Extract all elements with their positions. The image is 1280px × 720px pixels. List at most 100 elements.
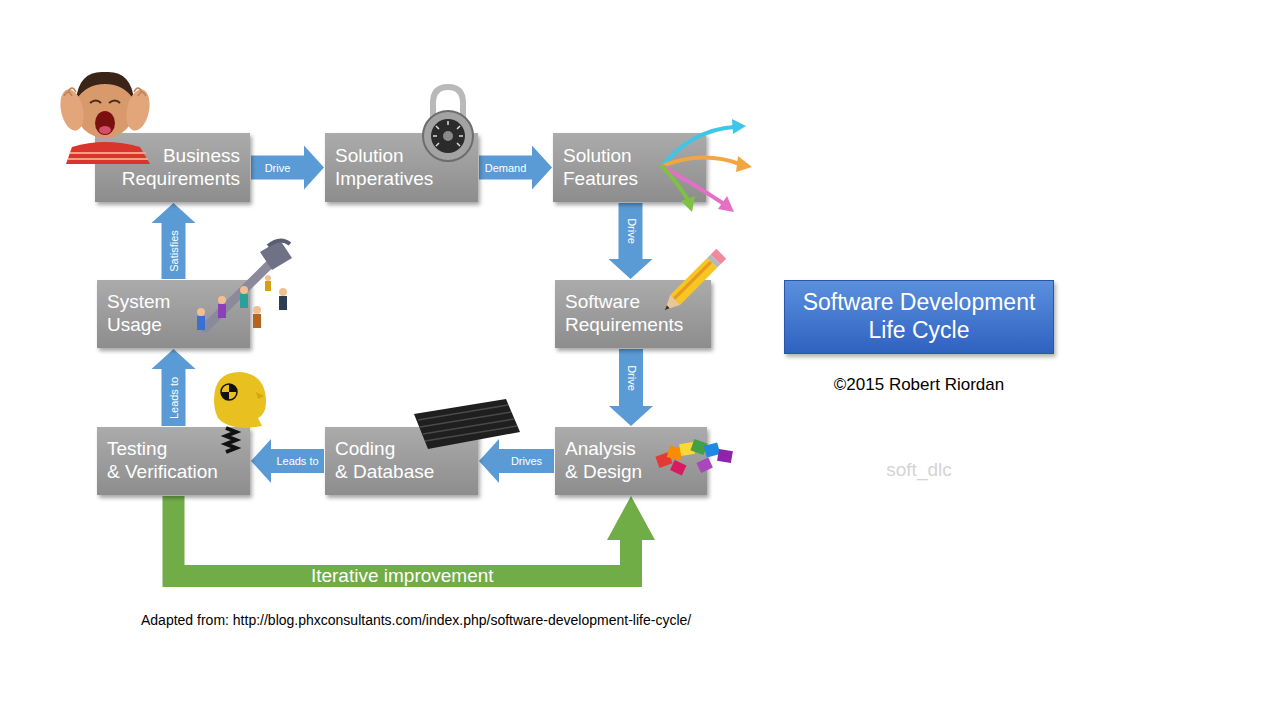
- block-arrow: [609, 203, 653, 279]
- crash-dummy: [221, 392, 229, 400]
- edge-label: Demand: [485, 161, 527, 174]
- block-arrow: [609, 349, 653, 426]
- tools-figure: [265, 281, 271, 291]
- process-box: Coding & Database: [325, 427, 478, 495]
- tools-figure: [197, 240, 292, 330]
- padlock-icon: [447, 121, 449, 125]
- box-label: Business Requirements: [122, 145, 240, 191]
- process-box: Analysis & Design: [555, 427, 707, 495]
- process-box: Solution Imperatives: [325, 133, 478, 202]
- pencil-icon: [670, 258, 717, 305]
- process-box: Business Requirements: [95, 133, 250, 202]
- box-label: System Usage: [107, 291, 170, 337]
- tools-figure: [279, 288, 287, 296]
- block-arrow: [152, 203, 196, 279]
- pencil-icon: [660, 249, 726, 315]
- edge-label: Drive: [625, 365, 638, 391]
- padlock-icon: [423, 111, 473, 161]
- tools-figure: [253, 314, 261, 328]
- box-label: Solution Features: [563, 145, 638, 191]
- branching-arrows: [662, 127, 734, 166]
- process-box: System Usage: [97, 280, 250, 348]
- colour-blocks: [655, 439, 733, 475]
- crash-dummy: [226, 428, 236, 452]
- branching-arrows: [736, 156, 752, 172]
- tools-figure: [205, 262, 272, 328]
- block-arrow: [479, 146, 552, 190]
- padlock-icon: [431, 119, 465, 153]
- colour-blocks: [696, 458, 712, 473]
- pencil-icon: [707, 254, 720, 267]
- keyboard-icon: [425, 426, 517, 441]
- colour-blocks: [655, 452, 672, 468]
- process-box: Software Requirements: [555, 280, 711, 348]
- padlock-icon: [436, 126, 439, 129]
- colour-blocks: [667, 445, 684, 460]
- edge-label: Drives: [511, 455, 542, 468]
- shouting-child: [76, 72, 134, 100]
- branching-arrows: [662, 119, 752, 212]
- block-arrow: [251, 439, 324, 483]
- process-box: Solution Features: [553, 133, 706, 202]
- padlock-icon: [433, 135, 437, 137]
- colour-blocks: [670, 460, 686, 475]
- shouting-child: [68, 158, 148, 160]
- tools-figure: [265, 275, 271, 281]
- edge-label: Iterative improvement: [308, 565, 497, 587]
- keyboard-icon: [414, 399, 520, 449]
- tools-figure: [197, 316, 205, 330]
- padlock-icon: [457, 143, 460, 146]
- branching-arrows: [662, 166, 724, 204]
- shouting-child: [75, 78, 135, 138]
- shouting-child: [99, 126, 111, 134]
- padlock-icon: [433, 87, 463, 122]
- shouting-child: [64, 88, 76, 96]
- edge-label: Drive: [624, 218, 637, 244]
- tools-figure: [279, 296, 287, 310]
- padlock-icon: [459, 135, 463, 137]
- padlock-icon: [443, 131, 453, 141]
- title-box: Software Development Life Cycle: [784, 280, 1054, 354]
- pencil-icon: [660, 295, 681, 316]
- tools-figure: [260, 240, 292, 270]
- colour-blocks: [717, 449, 733, 463]
- box-label: Software Development Life Cycle: [803, 289, 1036, 344]
- watermark: soft_dlc: [886, 459, 951, 482]
- branching-arrows: [662, 157, 740, 166]
- block-arrow: [251, 146, 324, 190]
- edge-label: Leads to: [276, 455, 318, 468]
- edge-label: Drive: [265, 161, 291, 174]
- branching-arrows: [718, 196, 734, 212]
- branching-arrows: [732, 119, 746, 134]
- box-label: Analysis & Design: [565, 438, 642, 484]
- shouting-child: [109, 101, 120, 104]
- keyboard-icon: [418, 405, 508, 420]
- shouting-child: [66, 142, 150, 164]
- block-arrow: [152, 349, 196, 426]
- crash-dummy: [214, 372, 266, 428]
- pencil-icon: [673, 261, 712, 300]
- crash-dummy: [214, 372, 266, 452]
- crash-dummy: [229, 384, 237, 392]
- keyboard-icon: [414, 399, 520, 449]
- box-label: Solution Imperatives: [335, 145, 433, 191]
- colour-blocks: [679, 442, 695, 456]
- colour-blocks: [704, 442, 721, 457]
- tools-figure: [240, 286, 248, 294]
- box-label: Software Requirements: [565, 291, 683, 337]
- tools-figure: [268, 240, 290, 246]
- block-arrow: [479, 439, 554, 483]
- shouting-child: [90, 101, 101, 104]
- keyboard-icon: [420, 412, 511, 427]
- branching-arrows: [662, 166, 688, 200]
- tools-figure: [218, 296, 226, 304]
- edge-label: Leads to: [167, 376, 180, 418]
- padlock-icon: [436, 143, 439, 146]
- colour-blocks: [690, 439, 707, 455]
- shouting-child: [70, 152, 146, 154]
- copyright-note: ©2015 Robert Riordan: [834, 375, 1004, 395]
- source-note: Adapted from: http://blog.phxconsultants…: [141, 612, 691, 629]
- shouting-child: [123, 87, 153, 133]
- padlock-icon: [423, 87, 473, 161]
- pencil-icon: [711, 249, 727, 265]
